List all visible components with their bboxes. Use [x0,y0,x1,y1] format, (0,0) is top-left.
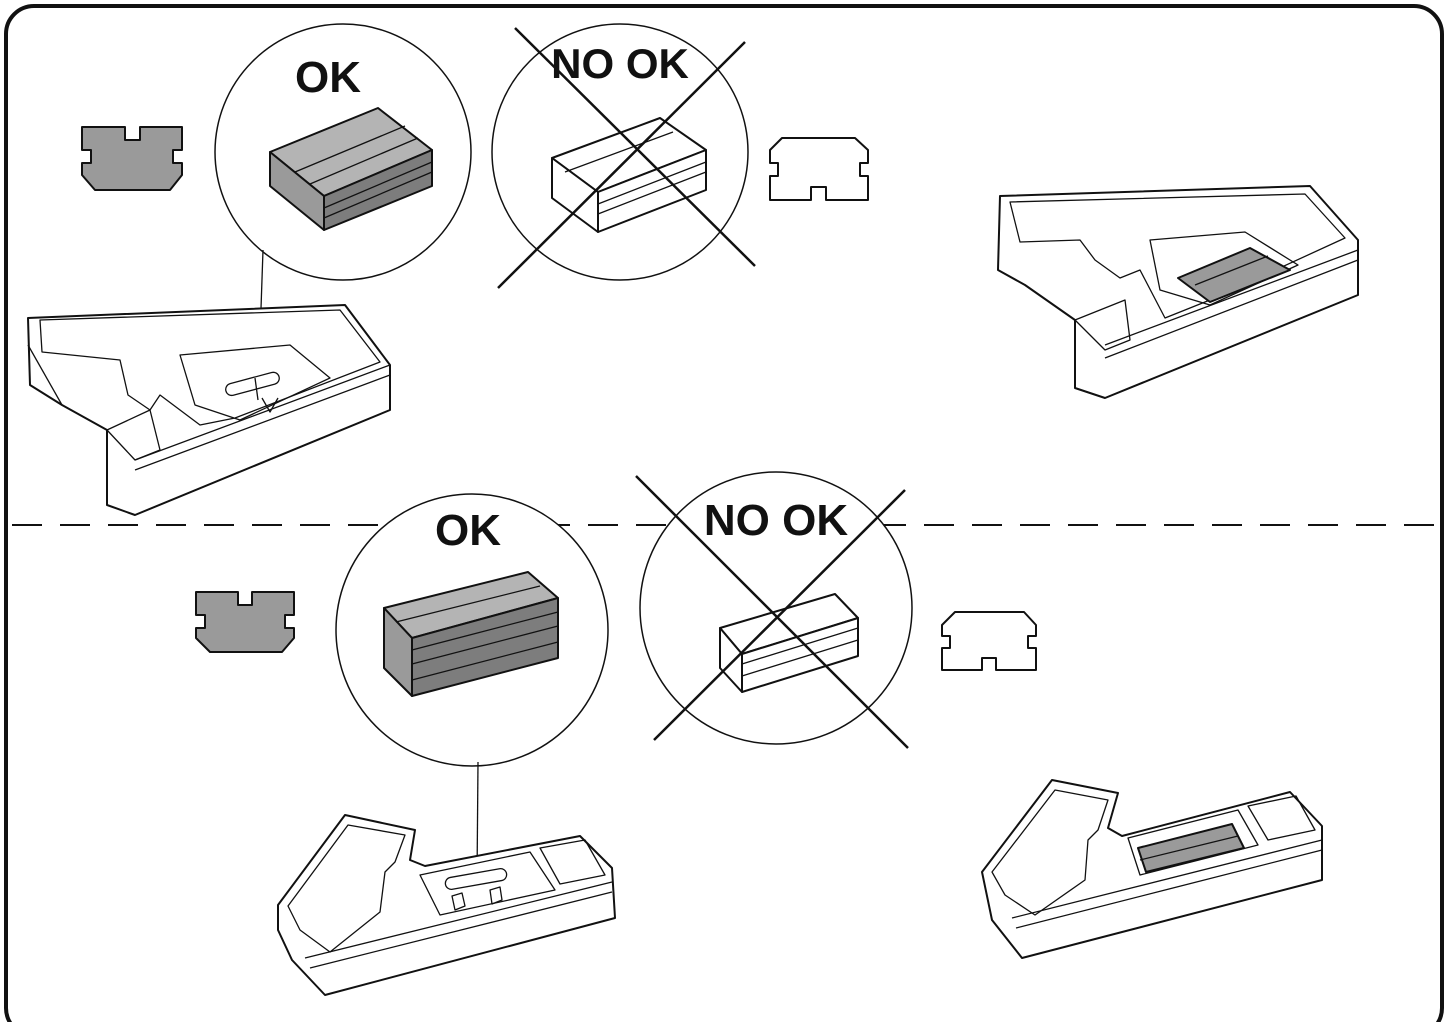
white-slider-part-top [551,117,707,233]
gray-slider-part-top [269,107,433,231]
not-ok-label-bottom: NO OK [704,496,848,545]
wrong-profile-icon-bottom [941,611,1037,671]
base-unit-right-bottom [981,779,1323,959]
not-ok-detail-circle-top: NO OK [491,23,756,289]
ok-detail-circle-top: OK [214,23,472,397]
wrong-profile-icon-top [769,137,869,201]
not-ok-label-top: NO OK [551,40,689,87]
base-unit-left-bottom [277,814,616,996]
x-mark-icon-bottom [635,475,909,749]
ok-detail-circle-bottom: OK [335,493,609,881]
base-unit-left-top [27,304,391,516]
not-ok-detail-circle-bottom: NO OK [635,471,913,749]
correct-profile-icon-bottom [195,591,295,653]
correct-profile-icon-top [81,126,183,191]
gray-slider-part-bottom [383,571,559,697]
x-mark-icon-top [497,27,756,289]
ok-label-bottom: OK [435,506,501,555]
page-border [4,4,1444,1022]
ok-label-top: OK [295,53,361,102]
base-unit-right-top [997,185,1359,399]
